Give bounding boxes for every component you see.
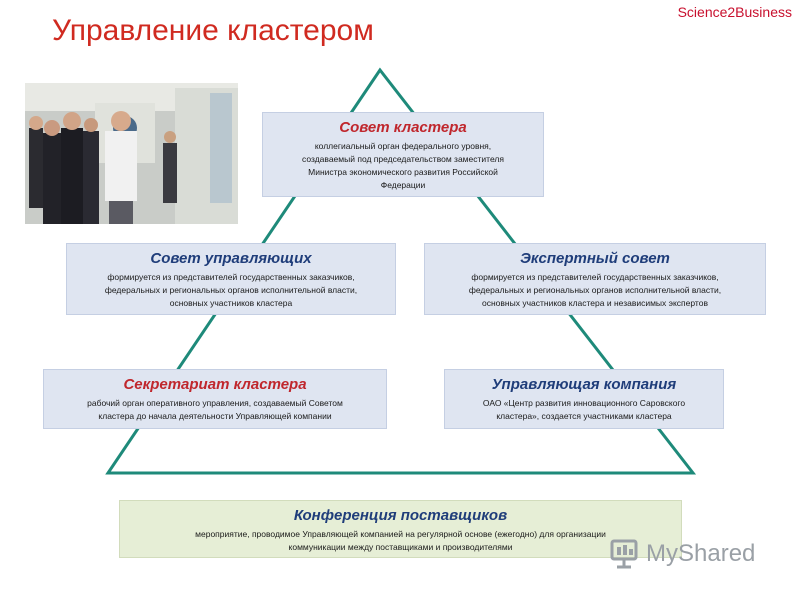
- watermark-text: MyShared: [646, 540, 756, 567]
- managers-council-description: формируется из представителей государств…: [104, 272, 358, 308]
- management-company-description: ОАО «Центр развития инновационного Саров…: [482, 398, 686, 421]
- expert-council-box: Экспертный совет формируется из представ…: [424, 243, 766, 315]
- management-company-box: Управляющая компания ОАО «Центр развития…: [444, 369, 724, 429]
- brand-logo-text: Science2Business: [677, 4, 792, 20]
- suppliers-conference-box: Конференция поставщиков мероприятие, про…: [119, 500, 682, 558]
- cluster-council-box: Совет кластера коллегиальный орган федер…: [262, 112, 544, 197]
- meeting-photo: [25, 83, 238, 224]
- watermark-logo-icon: [610, 539, 638, 569]
- managers-council-title: Совет управляющих: [150, 250, 312, 267]
- watermark: MyShared: [608, 537, 755, 571]
- secretariat-box: Секретариат кластера рабочий орган опера…: [43, 369, 387, 429]
- expert-council-title: Экспертный совет: [520, 250, 670, 267]
- page-title: Управление кластером: [52, 14, 374, 47]
- suppliers-conference-title: Конференция поставщиков: [293, 507, 508, 524]
- secretariat-description: рабочий орган оперативного управления, с…: [87, 398, 343, 421]
- management-company-title: Управляющая компания: [491, 376, 677, 393]
- cluster-council-description: коллегиальный орган федерального уровня,…: [302, 141, 504, 190]
- managers-council-box: Совет управляющих формируется из предста…: [66, 243, 396, 315]
- cluster-council-title: Совет кластера: [339, 119, 467, 136]
- expert-council-description: формируется из представителей государств…: [468, 272, 722, 308]
- suppliers-conference-description: мероприятие, проводимое Управляющей комп…: [195, 529, 606, 552]
- secretariat-title: Секретариат кластера: [123, 376, 307, 393]
